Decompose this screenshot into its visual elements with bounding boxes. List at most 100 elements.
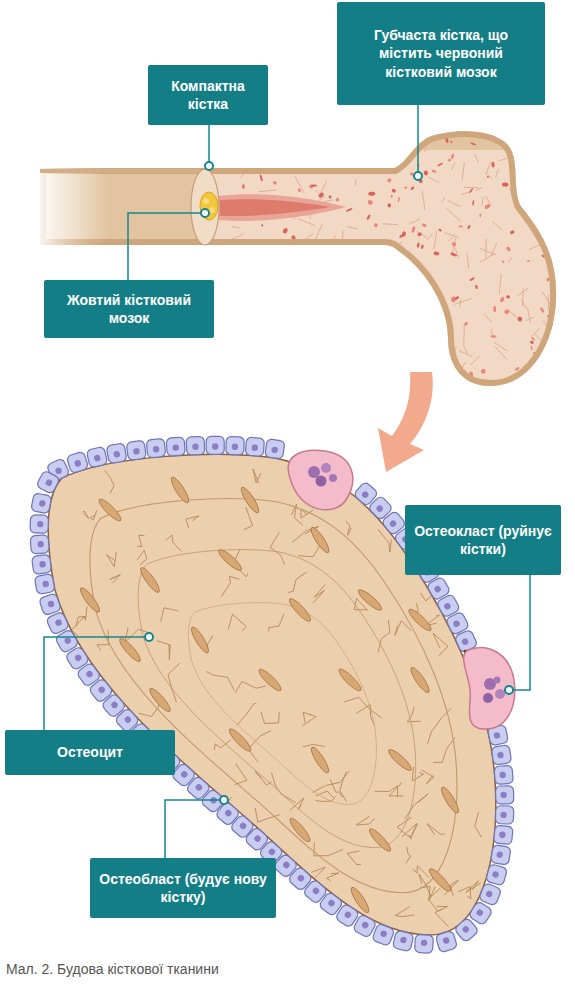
trabecula-strand [254, 321, 259, 332]
red-marrow-spot [293, 146, 297, 150]
osteoblast-nucleus [452, 619, 461, 628]
red-marrow-spot [318, 192, 325, 199]
red-marrow-spot [471, 127, 473, 129]
osteoblast-nucleus [361, 490, 370, 499]
osteoblast-nucleus [461, 925, 470, 934]
canaliculus [314, 842, 343, 855]
red-marrow-spot [472, 200, 475, 206]
canaliculus [137, 550, 147, 565]
canaliculus [94, 917, 109, 933]
red-marrow-spot [547, 372, 553, 379]
red-marrow-spot [326, 374, 329, 378]
red-marrow-spot [245, 367, 248, 370]
red-marrow-spot [382, 145, 389, 151]
osteoblast-nucleus [212, 443, 218, 449]
canaliculus [70, 433, 85, 456]
osteocytes [78, 475, 461, 915]
red-marrow-spot [449, 140, 453, 144]
red-marrow-spot [288, 306, 295, 313]
osteoblast-nucleus [123, 715, 132, 724]
osteoblast-body [106, 443, 127, 464]
trabecula-strand [364, 357, 374, 360]
callout-box: Остеобласт (будує нову кістку) [90, 858, 276, 918]
osteoblast-cell [86, 446, 108, 468]
osteoblast-cell [166, 437, 185, 456]
red-marrow-spot [531, 336, 536, 341]
red-marrow-spot [289, 138, 294, 141]
red-marrow-spot [487, 176, 489, 178]
osteoblast-nucleus [492, 871, 500, 879]
callout-text: Остеокласт (руйнує кістки) [414, 522, 552, 558]
trabecula-strand [355, 179, 357, 186]
osteoblast-cell [126, 440, 146, 460]
trabecula-strand [313, 163, 318, 167]
osteoblast-cell [495, 806, 514, 825]
red-marrow-spot [287, 386, 292, 392]
canaliculus [433, 738, 455, 763]
osteocyte-cell [406, 607, 433, 634]
red-marrow-spot [242, 263, 246, 268]
trabecula-strand [510, 311, 523, 322]
red-marrow-spot [296, 299, 302, 303]
trabecula-strand [383, 223, 398, 225]
red-marrow-spot [551, 344, 556, 349]
trabecula-strand [333, 130, 344, 134]
osteoblast-nucleus [194, 783, 203, 792]
red-marrow-spot [269, 263, 272, 267]
trabecula-strand [407, 350, 414, 353]
osteoblast-nucleus [47, 600, 55, 608]
leader-line [417, 105, 419, 176]
red-marrow-spot [534, 203, 542, 208]
canaliculus [61, 912, 91, 938]
trabecula-strand [385, 373, 395, 388]
trabecula-strand [542, 291, 550, 304]
red-marrow-spot [554, 150, 558, 155]
red-marrow-spot [411, 226, 416, 233]
compact-rim [40, 131, 556, 386]
red-marrow-spot [270, 355, 274, 359]
trabecula-strand [495, 346, 507, 359]
red-marrow-spot [450, 153, 454, 159]
red-marrow-spot [313, 342, 318, 347]
osteoblast-body [265, 439, 285, 459]
osteoblast-nucleus [224, 809, 233, 818]
red-marrow-spot [469, 277, 475, 282]
canaliculus [76, 617, 85, 627]
red-marrow-spot [467, 225, 471, 230]
canaliculus [49, 852, 63, 867]
red-marrow-spot [270, 354, 275, 359]
red-marrow-spot [546, 277, 549, 281]
red-marrow-spot [255, 309, 258, 313]
callout-text: Остеоцит [14, 743, 166, 761]
red-marrow-spot [292, 269, 300, 276]
osteoblast-cell [415, 934, 434, 953]
red-marrow-spot [459, 225, 463, 227]
red-marrow-spot [259, 174, 263, 181]
red-marrow-spot [424, 313, 431, 321]
red-marrow-spot [518, 138, 524, 143]
canaliculus [378, 620, 390, 652]
osteoblast-cell [106, 443, 127, 464]
red-marrow-spot [502, 182, 509, 187]
osteoblast-cell [39, 593, 62, 616]
red-marrow-spot [283, 288, 287, 293]
canaliculus [114, 776, 123, 813]
red-marrow-spot [272, 180, 277, 185]
osteoblast-body [490, 844, 511, 865]
red-marrow-spot [391, 188, 397, 193]
osteoblast-nucleus [461, 637, 469, 645]
cut-face [191, 169, 219, 245]
red-marrow-spot [356, 297, 360, 302]
red-marrow-spot [241, 301, 246, 307]
osteoblast-nucleus [45, 478, 54, 487]
osteoblast-body [435, 930, 457, 952]
marrow-cavity-inner [220, 199, 330, 216]
red-marrow-spot [368, 191, 376, 196]
osteocyte-cell [287, 816, 312, 844]
trabecula-strand [427, 292, 434, 294]
osteoblast-cell [495, 786, 513, 804]
canaliculus [76, 838, 90, 850]
osteoclast-nucleus [308, 466, 320, 478]
callout-text: Губчаста кістка, що містить червоний кіс… [346, 26, 536, 81]
